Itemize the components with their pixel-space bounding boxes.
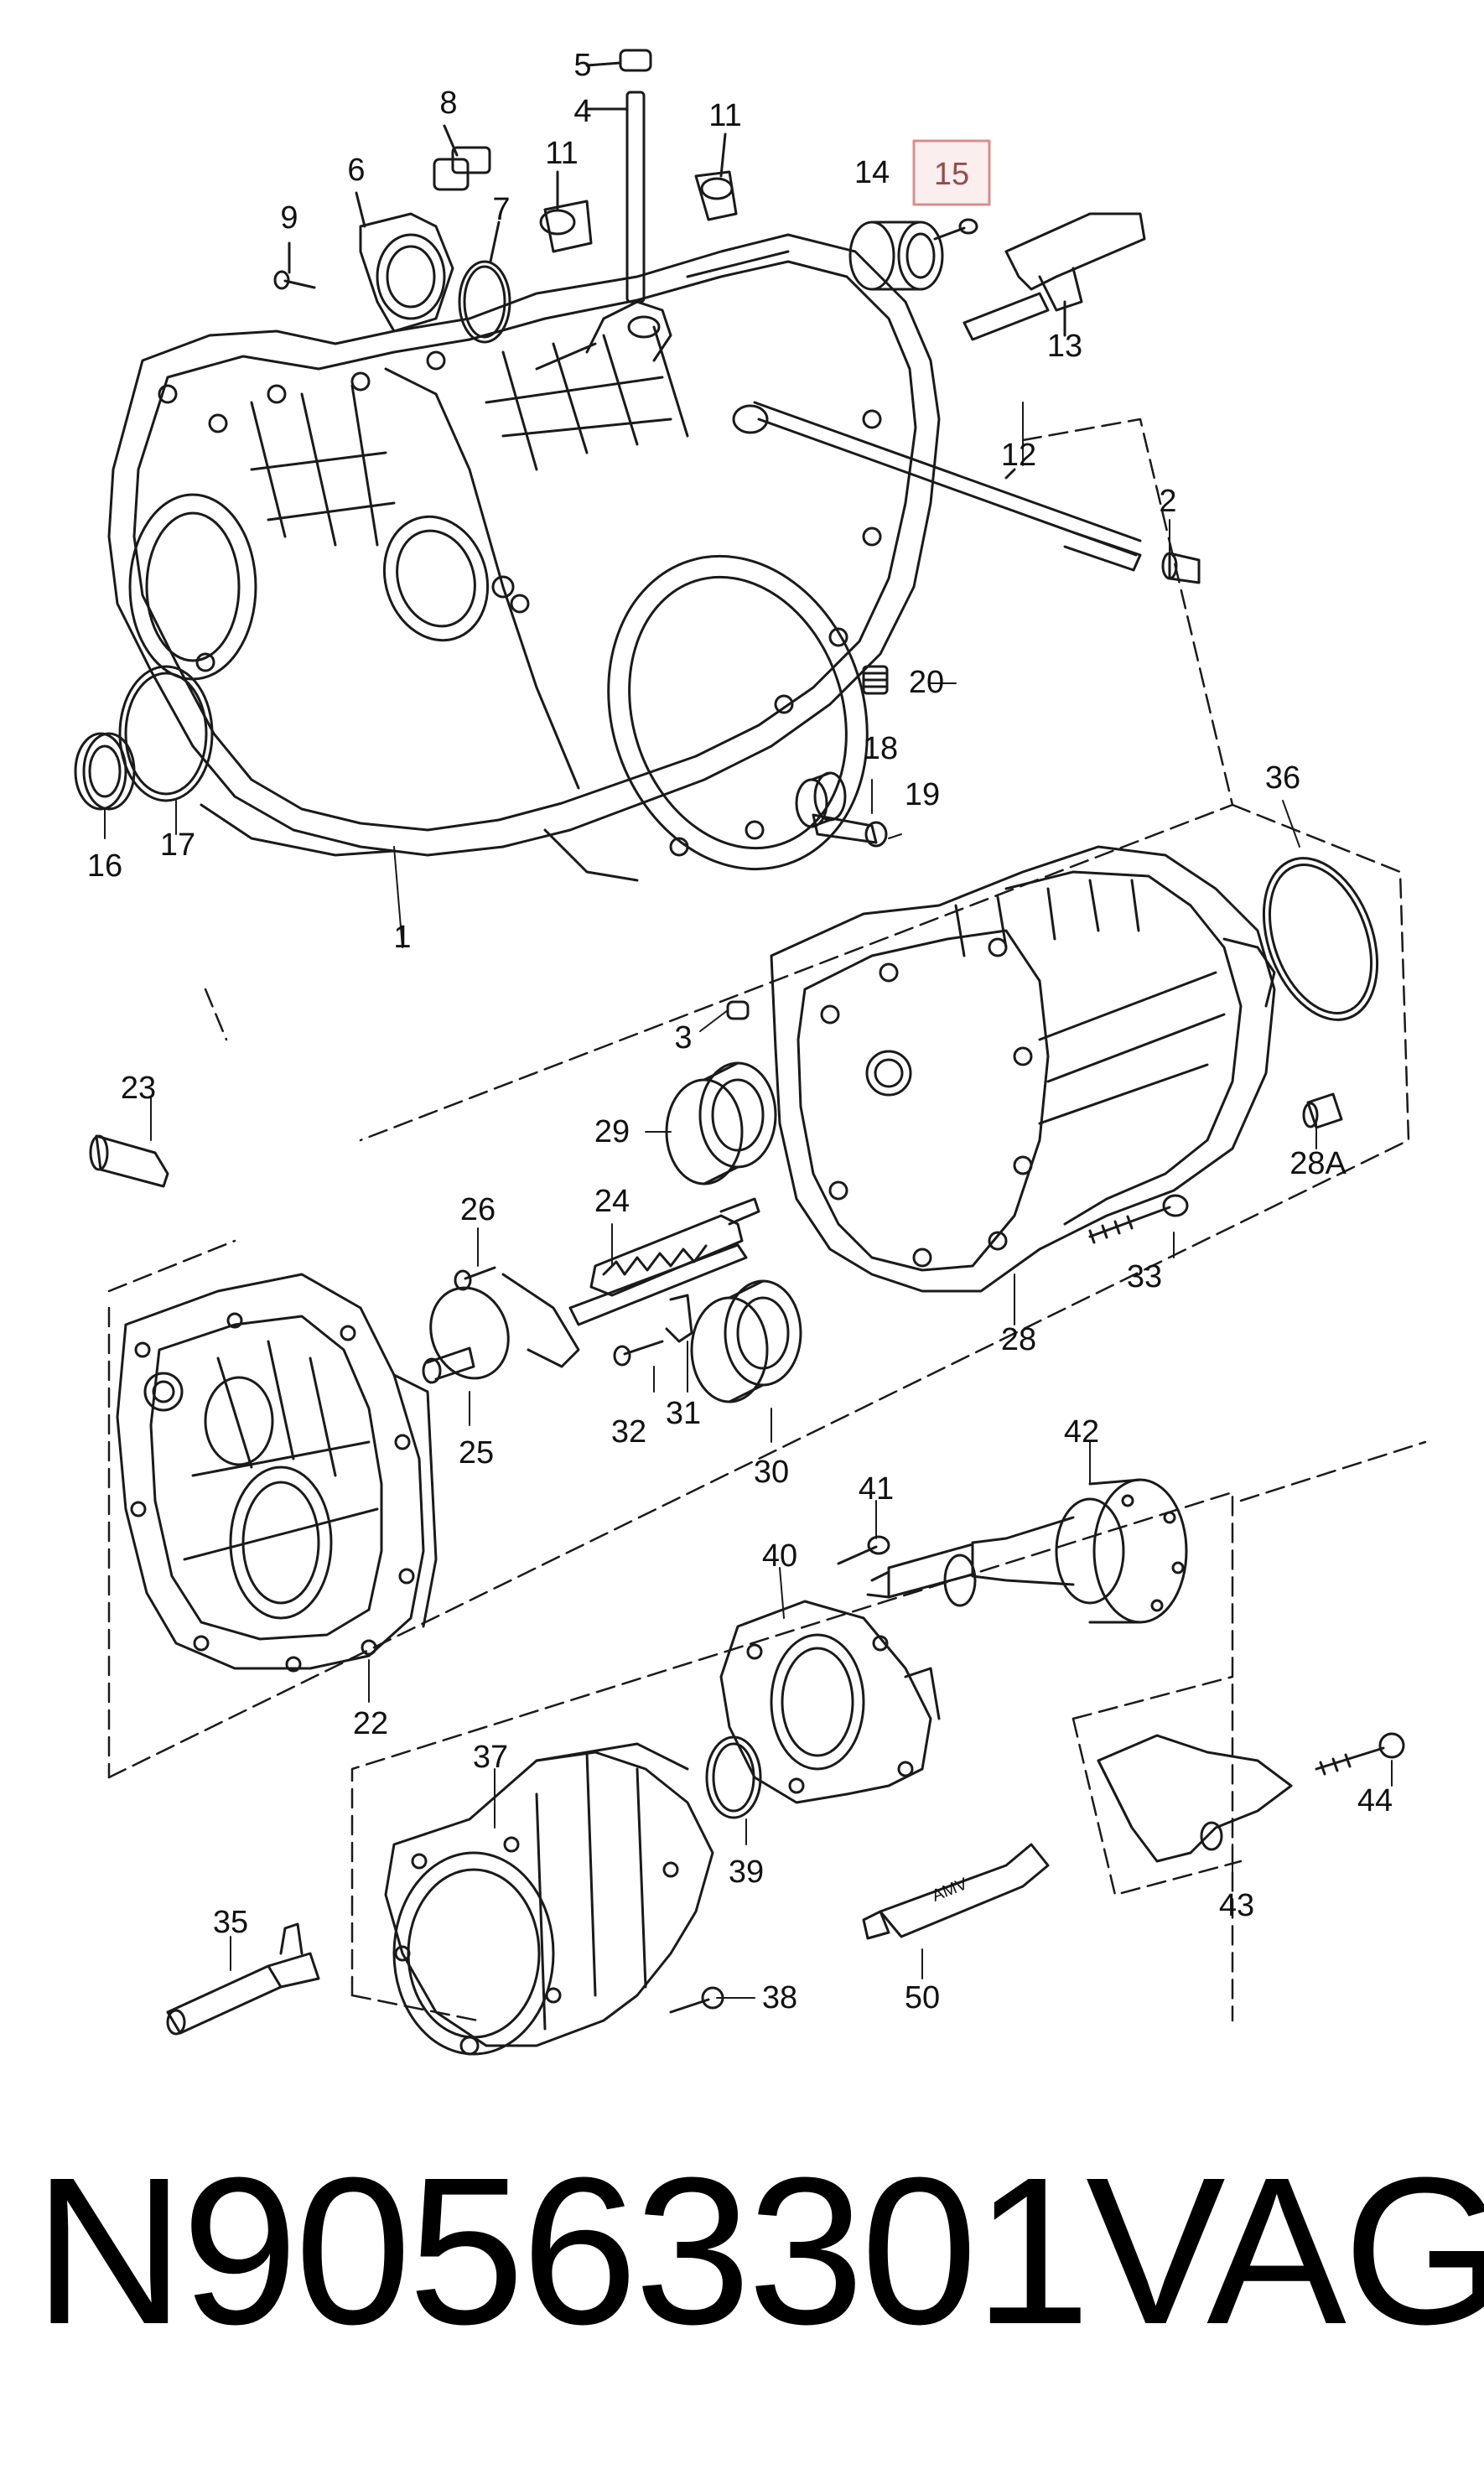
callout-highlighted: 15 [934, 157, 969, 192]
gasket-17 [118, 665, 214, 802]
highlight-box-15 [912, 139, 991, 206]
callout: 20 [909, 665, 944, 700]
snap-ring-39 [705, 1735, 762, 1819]
part-number: N90563301 [34, 2134, 1091, 2368]
transmission-case-28 [770, 845, 1276, 1293]
screw-11-b [694, 132, 738, 221]
clip-31 [665, 1294, 693, 1343]
callout: 39 [729, 1855, 764, 1890]
callout: 31 [666, 1396, 701, 1431]
callout: 17 [160, 827, 195, 863]
callout: 38 [762, 1980, 797, 2015]
pin-3 [726, 1000, 750, 1020]
callout: 19 [905, 777, 940, 812]
adapter-40 [719, 1600, 941, 1804]
bolt-9 [273, 241, 316, 290]
cover-25 [422, 1273, 580, 1384]
callout: 5 [573, 48, 591, 83]
flange-6 [355, 191, 454, 333]
bolt-15 [933, 218, 978, 241]
callout: 16 [87, 848, 122, 884]
shaft-35 [166, 1922, 320, 2036]
callout: 30 [754, 1455, 789, 1490]
o-ring-7 [458, 220, 511, 344]
callout: 13 [1047, 329, 1082, 364]
tube-label: AMV [930, 1875, 971, 1906]
callout: 41 [859, 1471, 894, 1507]
screw-11-a [539, 170, 593, 253]
bearing-29 [665, 1061, 777, 1185]
callout-labels: 5 4 11 11 6 8 9 7 14 15 13 12 2 20 18 19… [87, 48, 1393, 2015]
bolt-41 [837, 1535, 890, 1565]
o-ring-36 [1262, 857, 1379, 1021]
bolt-26 [454, 1266, 496, 1291]
bolt-38 [669, 1986, 724, 2014]
callout: 29 [594, 1114, 630, 1149]
callout: 9 [280, 200, 298, 236]
bearing-18 [795, 771, 847, 828]
callout: 37 [473, 1740, 508, 1775]
callout: 6 [347, 153, 365, 188]
callout: 23 [121, 1071, 156, 1106]
callout: 2 [1159, 484, 1176, 519]
shift-fork-13 [963, 212, 1146, 341]
callout: 3 [674, 1020, 692, 1056]
callout: 28A [1289, 1146, 1346, 1181]
callout: 22 [353, 1706, 388, 1741]
brand-name: VAG [1086, 2134, 1484, 2368]
callout: 32 [611, 1414, 646, 1450]
callout: 25 [459, 1435, 494, 1471]
callout: 35 [213, 1905, 248, 1940]
gearbox-housing [107, 233, 941, 882]
bolt-32 [613, 1340, 664, 1367]
callout: 24 [594, 1184, 630, 1219]
callout: 4 [573, 94, 591, 129]
callout: 33 [1127, 1259, 1162, 1294]
callout: 14 [854, 155, 890, 190]
bolt-33 [1088, 1194, 1189, 1244]
bracket-43 [1097, 1734, 1293, 1863]
callout: 18 [863, 731, 898, 766]
bolt-44 [1315, 1732, 1405, 1776]
callout: 42 [1064, 1414, 1099, 1450]
callout: 11 [545, 136, 578, 171]
switch-8 [433, 124, 491, 191]
nut-2 [1161, 552, 1201, 584]
callout: 43 [1219, 1888, 1254, 1923]
shaft-12 [753, 401, 1142, 572]
sleeve-28a [1302, 1092, 1343, 1129]
end-cover-22 [116, 1273, 438, 1673]
interlock-24 [568, 1197, 760, 1326]
tube-50 [862, 1843, 1050, 1940]
callout: 26 [460, 1192, 496, 1227]
callout: 11 [708, 98, 741, 133]
callout: 8 [439, 86, 457, 121]
housing-37 [384, 1742, 714, 2056]
callout: 40 [762, 1538, 797, 1574]
callout: 28 [1001, 1322, 1036, 1357]
callout: 50 [905, 1980, 940, 2015]
highlight-box [912, 139, 991, 206]
callout: 12 [1001, 438, 1036, 473]
callout: 7 [492, 192, 510, 227]
callout: 44 [1357, 1783, 1393, 1818]
flange-shaft-42 [866, 1478, 1188, 1624]
plug-20 [862, 665, 889, 695]
sensor-plug-5-4 [585, 49, 652, 303]
bearing-14 [848, 220, 944, 291]
plug-23 [89, 1134, 169, 1188]
sleeve-19 [812, 813, 888, 848]
callout: 36 [1265, 760, 1300, 796]
bearing-30 [690, 1279, 802, 1403]
callout: 1 [393, 920, 411, 955]
